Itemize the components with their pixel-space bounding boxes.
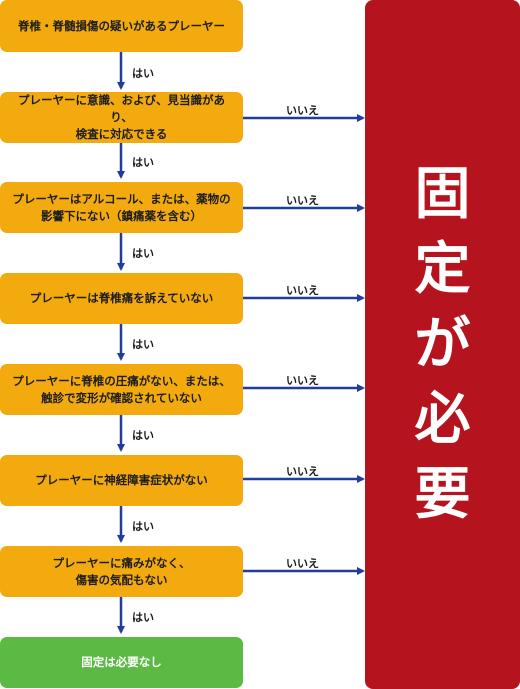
immobilization-required-text: 固 定 が 必 要 (365, 0, 520, 689)
result-char-1: 固 (414, 161, 471, 227)
no-label-6: いいえ (286, 557, 319, 570)
yes-label-7: はい (132, 611, 154, 624)
step-7-text: プレーヤーに痛みがなく、 傷害の気配もない (52, 555, 191, 587)
step-5-text: プレーヤーに脊椎の圧痛がない、または、 触診で変形が確認されていない (12, 373, 231, 405)
no-label-3: いいえ (286, 284, 319, 297)
result-char-3: が (414, 311, 471, 377)
step-6-text: プレーヤーに神経障害症状がない (35, 473, 208, 488)
step-no-tenderness: プレーヤーに脊椎の圧痛がない、または、 触診で変形が確認されていない (0, 364, 243, 415)
no-label-2: いいえ (286, 194, 319, 207)
yes-label-2: はい (132, 156, 154, 169)
step-no-immobilization: 固定は必要なし (0, 637, 243, 688)
result-char-5: 要 (414, 462, 471, 528)
result-char-2: 定 (414, 236, 471, 302)
step-no-intoxication: プレーヤーはアルコール、または、薬物の 影響下にない（鎮痛薬を含む） (0, 182, 243, 233)
step-2-text: プレーヤーに意識、および、見当識があり、 検査に対応できる (18, 93, 225, 141)
step-1-text: 脊椎・脊髄損傷の疑いがあるプレーヤー (18, 18, 225, 33)
step-no-pain: プレーヤーに痛みがなく、 傷害の気配もない (0, 546, 243, 597)
yes-label-6: はい (132, 520, 154, 533)
step-4-text: プレーヤーは脊椎痛を訴えていない (29, 291, 214, 306)
yes-label-4: はい (132, 338, 154, 351)
step-3-text: プレーヤーはアルコール、または、薬物の 影響下にない（鎮痛薬を含む） (12, 191, 231, 223)
yes-label-1: はい (132, 67, 154, 80)
yes-label-3: はい (132, 247, 154, 260)
final-text: 固定は必要なし (81, 655, 162, 670)
no-label-5: いいえ (286, 465, 319, 478)
immobilization-required-box (365, 0, 520, 689)
no-label-4: いいえ (286, 374, 319, 387)
step-suspected-injury: 脊椎・脊髄損傷の疑いがあるプレーヤー (0, 0, 243, 52)
step-no-neuro-symptoms: プレーヤーに神経障害症状がない (0, 455, 243, 506)
step-conscious-oriented: プレーヤーに意識、および、見当識があり、 検査に対応できる (0, 92, 243, 143)
yes-label-5: はい (132, 429, 154, 442)
result-char-4: 必 (414, 387, 471, 453)
step-no-spinal-pain: プレーヤーは脊椎痛を訴えていない (0, 273, 243, 324)
no-label-1: いいえ (286, 104, 319, 117)
